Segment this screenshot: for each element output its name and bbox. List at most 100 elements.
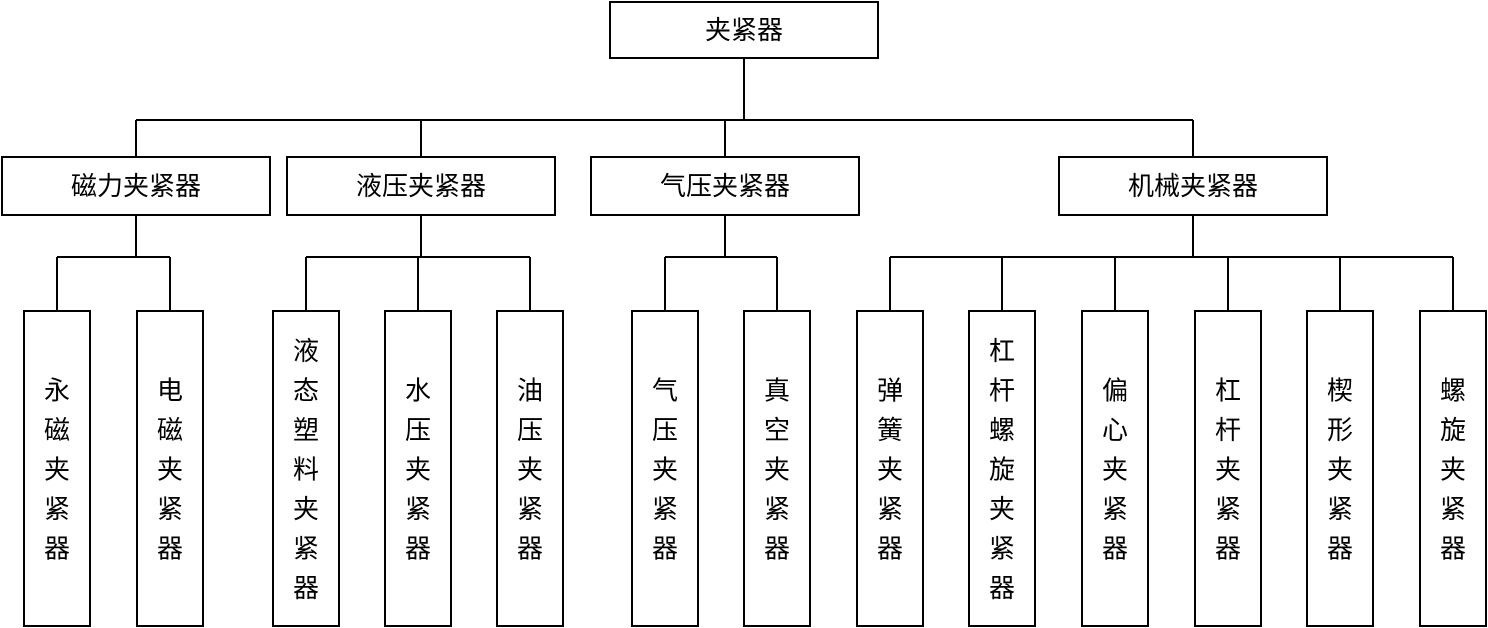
leaf-label-char: 紧 <box>764 495 790 525</box>
leaf-label-char: 器 <box>989 574 1015 604</box>
category-nodes: 磁力夹紧器 液压夹紧器 气压夹紧器 机械夹紧器 <box>1 156 1328 216</box>
leaf-label: 螺旋夹紧器 <box>1440 377 1466 565</box>
leaf-label-char: 紧 <box>293 535 319 565</box>
leaf-label: 真空夹紧器 <box>764 377 790 565</box>
leaf-label-char: 杆 <box>1215 416 1241 446</box>
leaf-label-char: 杆 <box>989 377 1015 407</box>
leaf-label-char: 紧 <box>877 495 903 525</box>
leaf-label-char: 器 <box>157 535 183 565</box>
leaf-label-char: 器 <box>764 535 790 565</box>
leaf-label-char: 真 <box>764 377 790 407</box>
leaf-label-char: 料 <box>293 456 319 486</box>
category-label: 磁力夹紧器 <box>71 172 201 202</box>
leaf-label: 电磁夹紧器 <box>157 377 183 565</box>
leaf-box <box>1306 310 1374 627</box>
leaf-label-char: 夹 <box>877 456 903 486</box>
leaf-node: 气压夹紧器 <box>631 310 699 627</box>
category-label: 气压夹紧器 <box>660 172 790 202</box>
leaf-label-char: 塑 <box>293 416 319 446</box>
leaf-label-char: 紧 <box>157 495 183 525</box>
leaf-label-char: 夹 <box>989 495 1015 525</box>
leaf-label-char: 杠 <box>1215 377 1241 407</box>
leaf-label-char: 紧 <box>1327 495 1353 525</box>
category-label: 机械夹紧器 <box>1128 172 1258 202</box>
category-box <box>590 156 860 216</box>
leaf-node: 永磁夹紧器 <box>23 310 91 627</box>
leaf-label-char: 器 <box>1215 535 1241 565</box>
leaf-label-char: 压 <box>652 416 678 446</box>
leaf-label-char: 楔 <box>1327 377 1353 407</box>
category-label: 液压夹紧器 <box>356 172 486 202</box>
leaf-node: 螺旋夹紧器 <box>1419 310 1487 627</box>
root-label: 夹紧器 <box>705 16 783 46</box>
leaf-label-char: 空 <box>764 416 790 446</box>
leaf-label-char: 器 <box>44 535 70 565</box>
leaf-label: 杠杆夹紧器 <box>1215 377 1241 565</box>
leaf-box <box>1081 310 1149 627</box>
leaf-label-char: 夹 <box>1440 456 1466 486</box>
category-box <box>1 156 271 216</box>
leaf-label-char: 器 <box>293 574 319 604</box>
leaf-label-char: 夹 <box>764 456 790 486</box>
leaf-box <box>136 310 204 627</box>
leaf-box <box>496 310 564 627</box>
leaf-label-char: 紧 <box>44 495 70 525</box>
leaf-node: 液态塑料夹紧器 <box>272 310 340 627</box>
connector-lines <box>56 58 1454 311</box>
leaf-label-char: 紧 <box>405 495 431 525</box>
leaf-label-char: 螺 <box>1440 377 1466 407</box>
leaf-label-char: 偏 <box>1102 377 1128 407</box>
leaf-label: 偏心夹紧器 <box>1102 377 1128 565</box>
leaf-box <box>1419 310 1487 627</box>
leaf-label-char: 螺 <box>989 416 1015 446</box>
leaf-box <box>968 310 1036 627</box>
leaf-label-char: 夹 <box>652 456 678 486</box>
leaf-label-char: 夹 <box>157 456 183 486</box>
leaf-label: 气压夹紧器 <box>652 377 678 565</box>
leaf-label-char: 紧 <box>1440 495 1466 525</box>
leaf-label-char: 紧 <box>989 535 1015 565</box>
leaf-label-char: 紧 <box>1102 495 1128 525</box>
leaf-label-char: 磁 <box>44 416 70 446</box>
leaf-box <box>384 310 452 627</box>
leaf-label-char: 压 <box>517 416 543 446</box>
leaf-label-char: 液 <box>293 337 319 367</box>
leaf-label-char: 水 <box>405 377 431 407</box>
leaf-node: 杠杆夹紧器 <box>1194 310 1262 627</box>
category-node: 机械夹紧器 <box>1058 156 1328 216</box>
leaf-label-char: 夹 <box>44 456 70 486</box>
leaf-label: 弹簧夹紧器 <box>877 377 903 565</box>
leaf-nodes: 永磁夹紧器电磁夹紧器液态塑料夹紧器水压夹紧器油压夹紧器气压夹紧器真空夹紧器弹簧夹… <box>23 310 1487 627</box>
leaf-label-char: 心 <box>1102 416 1128 446</box>
leaf-label-char: 夹 <box>293 495 319 525</box>
leaf-label-char: 紧 <box>652 495 678 525</box>
leaf-label: 液态塑料夹紧器 <box>293 337 319 604</box>
leaf-label-char: 态 <box>293 377 319 407</box>
leaf-label-char: 器 <box>405 535 431 565</box>
leaf-label-char: 气 <box>652 377 678 407</box>
leaf-box <box>856 310 924 627</box>
leaf-box <box>631 310 699 627</box>
leaf-label-char: 夹 <box>1327 456 1353 486</box>
leaf-box <box>1194 310 1262 627</box>
root-node: 夹紧器 <box>609 1 879 59</box>
leaf-label-char: 夹 <box>517 456 543 486</box>
leaf-box <box>743 310 811 627</box>
leaf-label-char: 器 <box>517 535 543 565</box>
leaf-node: 弹簧夹紧器 <box>856 310 924 627</box>
leaf-label: 永磁夹紧器 <box>44 377 70 565</box>
leaf-box <box>272 310 340 627</box>
leaf-label: 杠杆螺旋夹紧器 <box>989 337 1015 604</box>
leaf-label: 水压夹紧器 <box>405 377 431 565</box>
leaf-label-char: 紧 <box>517 495 543 525</box>
category-node: 液压夹紧器 <box>286 156 556 216</box>
leaf-label-char: 油 <box>517 377 543 407</box>
leaf-node: 水压夹紧器 <box>384 310 452 627</box>
leaf-box <box>23 310 91 627</box>
leaf-label-char: 夹 <box>1215 456 1241 486</box>
leaf-label-char: 压 <box>405 416 431 446</box>
leaf-label-char: 器 <box>1440 535 1466 565</box>
leaf-node: 偏心夹紧器 <box>1081 310 1149 627</box>
leaf-label-char: 永 <box>44 377 70 407</box>
